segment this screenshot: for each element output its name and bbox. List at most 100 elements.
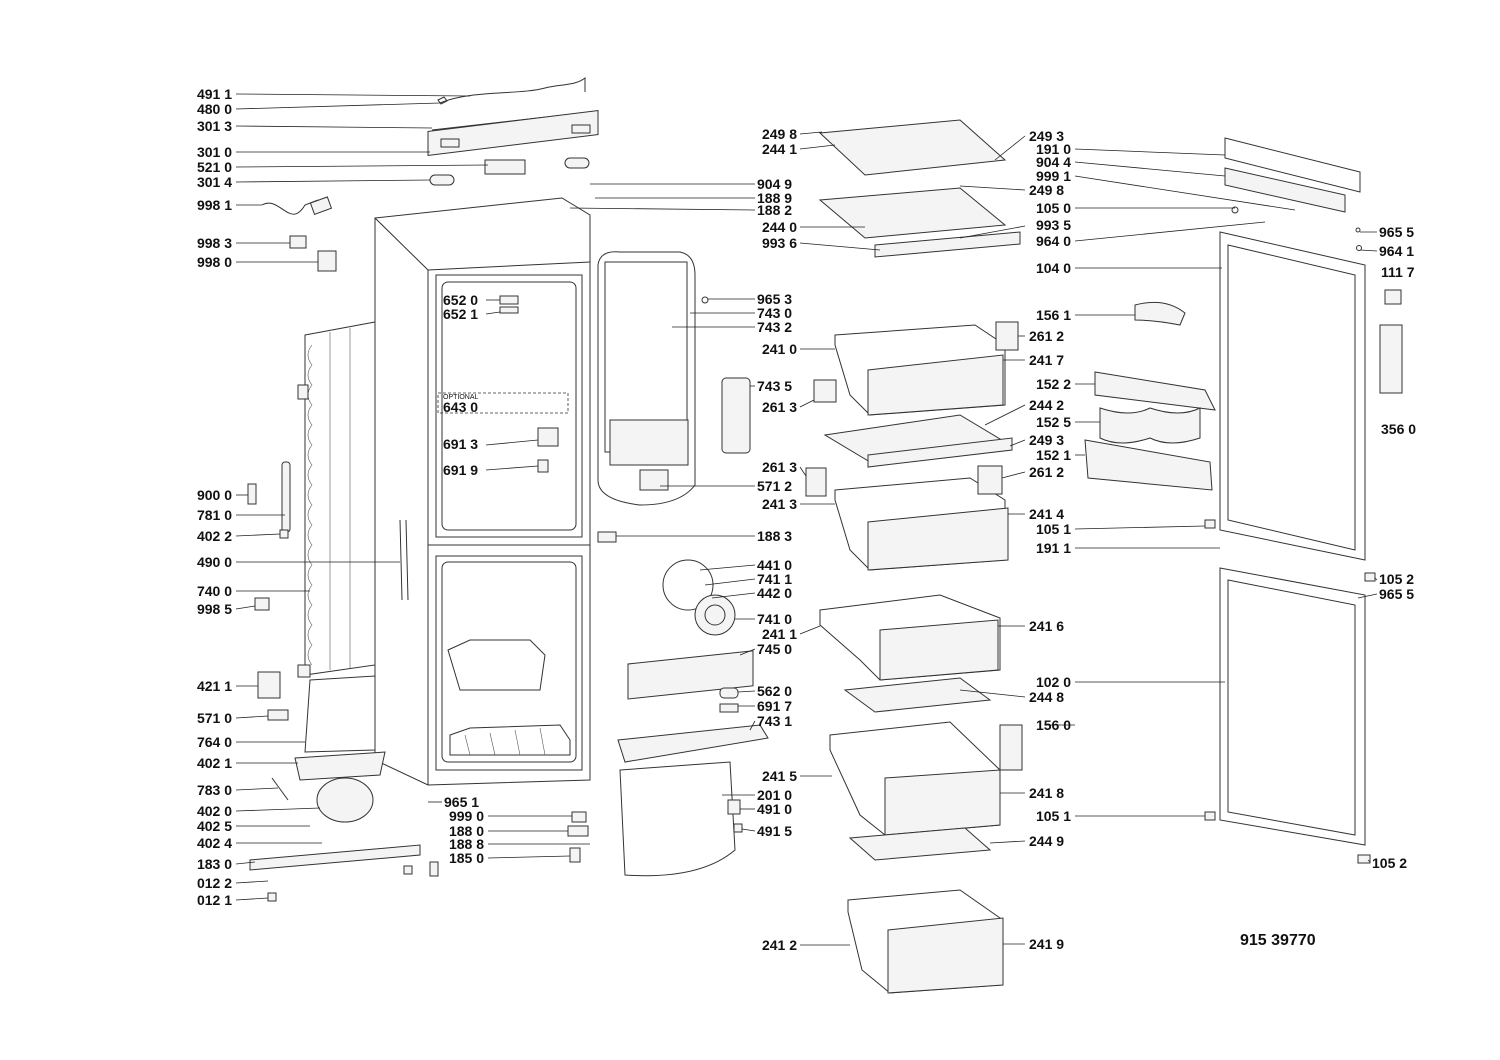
label-900-0: 900 0 <box>197 487 232 503</box>
label-241-2: 241 2 <box>762 937 797 953</box>
label-152-1: 152 1 <box>1036 447 1071 463</box>
label-743-5: 743 5 <box>757 378 792 394</box>
label-261-3b: 261 3 <box>762 459 797 475</box>
label-562-0: 562 0 <box>757 683 792 699</box>
label-105-1b: 105 1 <box>1036 808 1071 824</box>
label-152-2: 152 2 <box>1036 376 1071 392</box>
shelves-and-drawers <box>805 119 1023 994</box>
part-labels: 491 1 480 0 301 3 301 0 521 0 301 4 998 … <box>197 86 1416 953</box>
cabinet-body <box>374 197 591 786</box>
label-012-1: 012 1 <box>197 892 232 908</box>
label-402-1: 402 1 <box>197 755 232 771</box>
label-152-5: 152 5 <box>1036 414 1071 430</box>
label-741-0: 741 0 <box>757 611 792 627</box>
label-191-1: 191 1 <box>1036 540 1071 556</box>
label-241-5: 241 5 <box>762 768 797 784</box>
label-999-0: 999 0 <box>449 808 484 824</box>
label-740-0: 740 0 <box>197 583 232 599</box>
label-105-1: 105 1 <box>1036 521 1071 537</box>
label-993-6: 993 6 <box>762 235 797 251</box>
label-691-7: 691 7 <box>757 698 792 714</box>
label-691-9: 691 9 <box>443 462 478 478</box>
label-490-0: 490 0 <box>197 554 232 570</box>
label-301-3: 301 3 <box>197 118 232 134</box>
label-191-0: 191 0 <box>1036 141 1071 157</box>
label-442-0: 442 0 <box>757 585 792 601</box>
label-111-7: 111 7 <box>1381 264 1415 280</box>
label-241-4: 241 4 <box>1029 506 1064 522</box>
label-993-5: 993 5 <box>1036 217 1071 233</box>
label-998-5: 998 5 <box>197 601 232 617</box>
label-964-0: 964 0 <box>1036 233 1071 249</box>
label-249-3: 249 3 <box>1029 128 1064 144</box>
label-244-0: 244 0 <box>762 219 797 235</box>
label-691-3: 691 3 <box>443 436 478 452</box>
label-652-1: 652 1 <box>443 306 478 322</box>
label-743-1: 743 1 <box>757 713 792 729</box>
label-998-1: 998 1 <box>197 197 232 213</box>
label-652-0: 652 0 <box>443 292 478 308</box>
label-491-0: 491 0 <box>757 801 792 817</box>
label-965-5b: 965 5 <box>1379 586 1414 602</box>
label-105-2: 105 2 <box>1379 571 1414 587</box>
label-104-0: 104 0 <box>1036 260 1071 276</box>
label-188-0: 188 0 <box>449 823 484 839</box>
label-249-8b: 249 8 <box>1029 182 1064 198</box>
label-965-3: 965 3 <box>757 291 792 307</box>
label-188-9: 188 9 <box>757 190 792 206</box>
label-188-8: 188 8 <box>449 836 484 852</box>
label-012-2: 012 2 <box>197 875 232 891</box>
label-261-3: 261 3 <box>762 399 797 415</box>
label-998-0: 998 0 <box>197 254 232 270</box>
label-301-0: 301 0 <box>197 144 232 160</box>
label-185-0: 185 0 <box>449 850 484 866</box>
label-571-0: 571 0 <box>197 710 232 726</box>
label-183-0: 183 0 <box>197 856 232 872</box>
door-parts <box>1084 137 1403 864</box>
leader-lines <box>235 93 1378 946</box>
optional-tag: OPTIONAL <box>443 394 479 401</box>
label-261-2b: 261 2 <box>1029 464 1064 480</box>
label-441-0: 441 0 <box>757 557 792 573</box>
label-965-1: 965 1 <box>444 794 479 810</box>
evaporator-panel <box>597 251 751 543</box>
label-571-2: 571 2 <box>757 478 792 494</box>
label-241-6: 241 6 <box>1029 618 1064 634</box>
label-241-0: 241 0 <box>762 341 797 357</box>
label-402-0: 402 0 <box>197 803 232 819</box>
label-764-0: 764 0 <box>197 734 232 750</box>
label-244-8: 244 8 <box>1029 689 1064 705</box>
label-105-2b: 105 2 <box>1372 855 1407 871</box>
label-241-8: 241 8 <box>1029 785 1064 801</box>
label-491-1: 491 1 <box>197 86 232 102</box>
label-241-7: 241 7 <box>1029 352 1064 368</box>
top-harness-parts <box>261 76 599 272</box>
label-201-0: 201 0 <box>757 787 792 803</box>
label-102-0: 102 0 <box>1036 674 1071 690</box>
label-643-0: 643 0 <box>443 399 478 415</box>
label-904-4: 904 4 <box>1036 154 1071 170</box>
label-244-2: 244 2 <box>1029 397 1064 413</box>
label-156-1: 156 1 <box>1036 307 1071 323</box>
label-783-0: 783 0 <box>197 782 232 798</box>
label-521-0: 521 0 <box>197 159 232 175</box>
label-965-5: 965 5 <box>1379 224 1414 240</box>
label-491-5: 491 5 <box>757 823 792 839</box>
label-999-1: 999 1 <box>1036 168 1071 184</box>
label-261-2: 261 2 <box>1029 328 1064 344</box>
label-743-0: 743 0 <box>757 305 792 321</box>
label-421-1: 421 1 <box>197 678 232 694</box>
label-745-0: 745 0 <box>757 641 792 657</box>
label-249-8: 249 8 <box>762 126 797 142</box>
label-402-4: 402 4 <box>197 835 232 851</box>
label-156-0: 156 0 <box>1036 717 1071 733</box>
label-105-0: 105 0 <box>1036 200 1071 216</box>
label-904-9: 904 9 <box>757 176 792 192</box>
label-241-3: 241 3 <box>762 496 797 512</box>
label-244-9: 244 9 <box>1029 833 1064 849</box>
label-964-1: 964 1 <box>1379 243 1414 259</box>
label-741-1: 741 1 <box>757 571 792 587</box>
label-244-1: 244 1 <box>762 141 797 157</box>
label-402-5: 402 5 <box>197 818 232 834</box>
